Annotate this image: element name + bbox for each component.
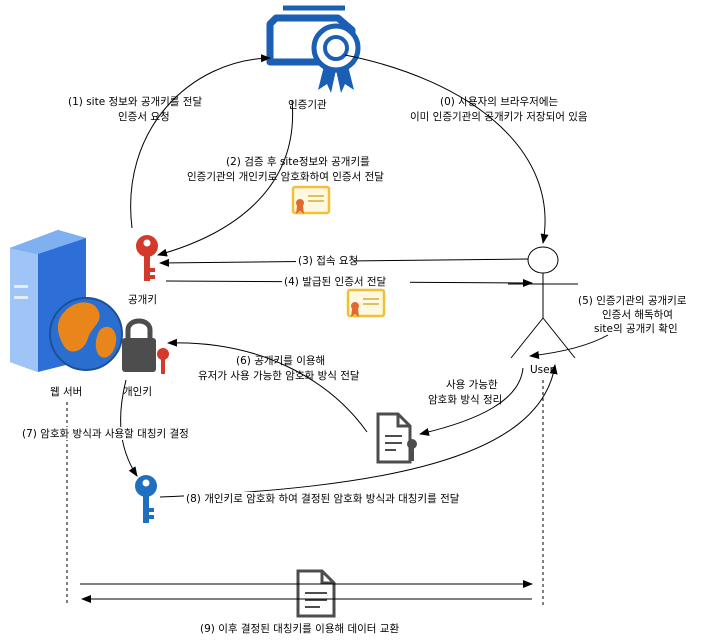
svg-text:인증서 해독하여: 인증서 해독하여 [602, 308, 673, 321]
document-key-icon [376, 412, 417, 464]
arrow-step-6 [167, 338, 368, 433]
svg-text:(1) site 정보와 공개키를 전달: (1) site 정보와 공개키를 전달 [68, 96, 202, 108]
certificate-authority-icon [266, 5, 361, 93]
svg-text:암호화 방식 정리: 암호화 방식 정리 [428, 394, 502, 406]
step-8-label-bg [184, 492, 520, 505]
svg-text:사용 가능한: 사용 가능한 [446, 379, 498, 391]
step-5-label: (5) 인증기관의 공개키로 인증서 해독하여 site의 공개키 확인 [578, 295, 687, 335]
private-key-label: 개인키 [123, 386, 152, 398]
step-4-label-bg [282, 275, 410, 288]
blue-key-icon [135, 475, 157, 523]
step-3-label-bg [296, 254, 354, 267]
arrow-step-2 [157, 99, 294, 257]
step-7-label: (7) 암호화 방식과 사용할 대칭키 결정 [22, 428, 189, 440]
lock-icon [122, 318, 169, 374]
svg-text:(6) 공개키를 이용해: (6) 공개키를 이용해 [236, 354, 325, 367]
user-label: User [530, 364, 555, 376]
svg-text:인증기관의 개인키로 암호화하여 인증서 전달: 인증기관의 개인키로 암호화하여 인증서 전달 [187, 170, 384, 183]
server-icon [10, 230, 86, 372]
globe-icon [49, 297, 123, 371]
step-3-label: (3) 접속 요청 [298, 255, 358, 267]
step-1-label: (1) site 정보와 공개키를 전달 인증서 요청 [68, 96, 202, 123]
ca-label: 인증기관 [288, 99, 327, 111]
step-7-label-bg [20, 427, 216, 440]
user-stick-figure [508, 246, 578, 359]
certificate-icon [291, 185, 331, 215]
step-6-label: (6) 공개키를 이용해 유저가 사용 가능한 암호화 방식 전달 [198, 354, 360, 382]
step-6b-label: 사용 가능한 암호화 방식 정리 [428, 379, 502, 406]
svg-text:(0) 사용자의 브라우저에는: (0) 사용자의 브라우저에는 [440, 96, 558, 108]
step-4-label: (4) 발급된 인증서 전달 [284, 276, 387, 288]
step-9-label: (9) 이후 결정된 대칭키를 이용해 데이터 교환 [200, 622, 399, 635]
arrow-step-1 [130, 54, 271, 229]
svg-text:(5) 인증기관의 공개키로: (5) 인증기관의 공개키로 [578, 295, 687, 307]
step-8-label: (8) 개인키로 암호화 하여 결정된 암호화 방식과 대칭키를 전달 [186, 492, 460, 505]
arrow-step-5 [529, 334, 609, 359]
svg-text:(2) 검증 후 site정보와 공개키를: (2) 검증 후 site정보와 공개키를 [226, 156, 370, 168]
step-2-label: (2) 검증 후 site정보와 공개키를 인증기관의 개인키로 암호화하여 인… [187, 156, 384, 183]
svg-text:이미 인증기관의 공개키가 저장되어 있음: 이미 인증기관의 공개키가 저장되어 있음 [410, 111, 588, 123]
red-key-icon [136, 235, 158, 281]
certificate-icon [346, 288, 386, 318]
step-0-label: (0) 사용자의 브라우저에는 이미 인증기관의 공개키가 저장되어 있음 [410, 96, 588, 123]
server-label: 웹 서버 [50, 386, 82, 398]
public-key-label: 공개키 [128, 294, 157, 306]
document-icon [296, 569, 336, 618]
arrow-user-to-document [419, 367, 524, 436]
arrow-step-0 [344, 54, 549, 244]
svg-text:site의 공개키 확인: site의 공개키 확인 [594, 322, 678, 335]
svg-text:인증서 요청: 인증서 요청 [118, 111, 170, 123]
svg-text:유저가 사용 가능한 암호화 방식 전달: 유저가 사용 가능한 암호화 방식 전달 [198, 370, 360, 382]
